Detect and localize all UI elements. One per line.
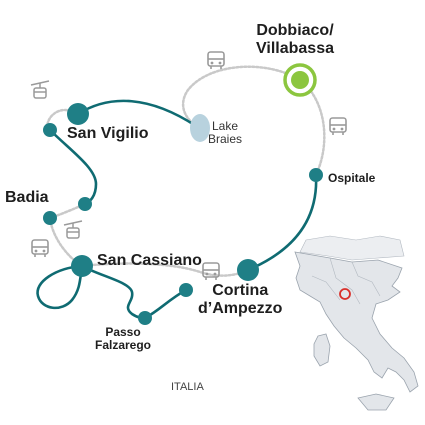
label-dobbiaco: Dobbiaco/ Villabassa [256,22,334,57]
inset-location-marker [339,288,351,300]
italy-inset-map [294,235,419,411]
label-lake-braies: Lake Braies [208,119,243,147]
node-badia [43,211,57,225]
inset-inner-borders [311,257,381,305]
bus-icon [202,262,220,280]
start-node-dobbiaco [283,63,317,97]
node-san-vigilio [67,103,89,125]
route-cassiano-falzarego [80,264,147,320]
label-san-vigilio: San Vigilio [67,125,149,142]
route-ospitale-cortina [246,173,318,272]
node-badia-east [78,197,92,211]
cable-car-icon [30,80,50,99]
label-san-cassiano: San Cassiano [97,252,202,269]
route-nodes [43,103,323,325]
route-vigilio-braies [76,99,198,128]
route-falzarego-link [143,288,188,320]
lake-braies-shape [190,114,210,142]
bus-icon [329,117,347,135]
bus-path-dobbiaco-braies [181,65,302,130]
label-passo-falzarego: Passo Falzarego [95,325,152,353]
label-cortina: Cortina d’Ampezzo [198,282,283,317]
bus-connections [46,65,326,277]
inset-land [294,251,419,393]
label-ospitale: Ospitale [328,171,376,185]
node-san-cassiano [71,255,93,277]
label-badia: Badia [5,189,49,206]
label-italia: ITALIA [171,381,204,393]
cable-car-icon [63,220,83,239]
node-passo-falzarego [138,311,152,325]
inset-land-neighbor [299,235,405,261]
bus-path-cassiano-cortina [80,262,250,277]
node-ospitale [309,168,323,182]
route-cassiano-loop [36,264,84,310]
node-cortina [237,259,259,281]
inset-land-sicily [357,393,395,411]
node-falzarego-link [179,283,193,297]
node-badia-upper [43,123,57,137]
inset-land-sardinia [313,333,331,367]
bus-icon [207,51,225,69]
bus-icon [31,239,49,257]
